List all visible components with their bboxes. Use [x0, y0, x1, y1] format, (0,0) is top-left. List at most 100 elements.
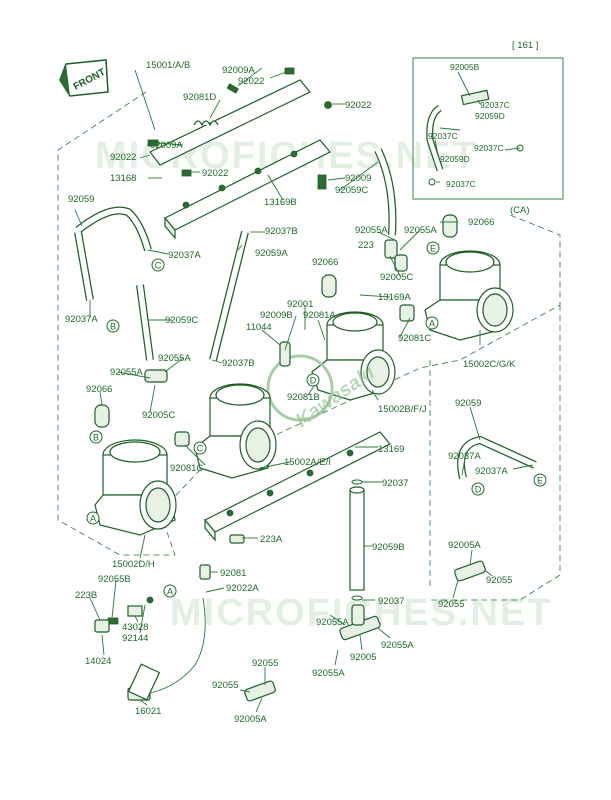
throttle-cable-16021 — [127, 597, 206, 701]
label-92037-a: 92037 — [382, 478, 408, 489]
label-92022-mid: 92022 — [110, 152, 136, 163]
label-92022A: 92022A — [226, 583, 259, 594]
front-arrow-icon: FRONT — [59, 59, 109, 97]
label-92055A-c: 92055A — [110, 367, 143, 378]
label-92055B: 92055B — [98, 574, 131, 585]
label-ca-92037C-d: 92037C — [446, 179, 476, 189]
svg-text:C: C — [155, 261, 162, 271]
label-ca-92059D-b: 92059D — [440, 154, 470, 164]
label-92081B: 92081B — [287, 392, 320, 403]
page-code: [ 161 ] — [512, 40, 538, 51]
label-92066-mid: 92066 — [312, 257, 338, 268]
svg-text:B: B — [93, 433, 99, 443]
label-92009: 92009 — [345, 173, 371, 184]
cap-92066-mid — [321, 274, 337, 298]
carburetor-15002AEI — [194, 383, 277, 479]
label-16021: 16021 — [135, 706, 161, 717]
cap-92066-right — [442, 214, 458, 238]
label-92055-bot2: 92055 — [212, 680, 238, 691]
label-92059B: 92059B — [372, 542, 405, 553]
label-92037-b: 92037 — [378, 596, 404, 607]
label-92081: 92081 — [220, 568, 246, 579]
svg-text:E: E — [537, 476, 543, 486]
circle-letter-a-left: A — [86, 511, 100, 525]
label-92081D: 92081D — [183, 92, 216, 103]
circle-letter-b-left: B — [106, 319, 120, 333]
svg-text:B: B — [110, 322, 116, 332]
cap-92066-left — [94, 404, 110, 428]
label-ca-92037C-a: 92037C — [480, 100, 510, 110]
part-labels: 15001/A/B 92009A 92022 92081D 92022 9200… — [65, 60, 516, 725]
label-92055-right2: 92055 — [438, 599, 464, 610]
label-92081C-left: 92081C — [170, 463, 203, 474]
label-ca-92059D-a: 92059D — [475, 111, 505, 121]
label-92005: 92005 — [350, 652, 376, 663]
ca-inset-label: (CA) — [510, 205, 530, 216]
circle-letter-e-carb: E — [426, 241, 440, 255]
label-15001: 15001/A/B — [146, 60, 190, 71]
label-92055A-g: 92055A — [312, 668, 345, 679]
label-92059-right: 92059 — [455, 398, 481, 409]
hose-92059 — [74, 206, 152, 301]
svg-text:D: D — [475, 485, 482, 495]
svg-text:D: D — [310, 376, 317, 386]
label-15002DH: 15002D/H — [112, 559, 155, 570]
label-92009A-mid: 92009A — [150, 140, 183, 151]
label-92005C-top: 92005C — [380, 272, 413, 283]
label-15002CGK: 15002C/G/K — [463, 359, 516, 370]
svg-text:A: A — [167, 587, 173, 597]
label-92059: 92059 — [68, 194, 94, 205]
bolt-group-top — [147, 67, 332, 190]
label-92037B-top: 92037B — [265, 226, 298, 237]
hose-92059A — [209, 231, 249, 361]
label-43028: 43028 — [122, 622, 148, 633]
tjoint-92005 — [339, 604, 381, 641]
fuel-rail-bracket-upper — [149, 79, 331, 240]
label-92022-top: 92022 — [238, 76, 264, 87]
label-ca-92037C-b: 92037C — [428, 131, 458, 141]
carburetor-15002CGK — [424, 250, 514, 341]
circle-letter-a-low: A — [163, 584, 177, 598]
label-11044: 11044 — [246, 322, 272, 333]
label-92059A: 92059A — [255, 248, 288, 259]
label-92066-left: 92066 — [86, 384, 112, 395]
hose-92059B — [349, 479, 365, 601]
label-92144: 92144 — [122, 633, 148, 644]
label-92005A-right: 92005A — [448, 540, 481, 551]
label-13168: 13168 — [110, 173, 136, 184]
svg-text:C: C — [197, 444, 204, 454]
bracket-13169 — [204, 431, 391, 542]
circle-letter-c-top: C — [151, 258, 165, 272]
circle-letter-e-right: E — [533, 473, 547, 487]
label-92059C-top: 92059C — [335, 185, 368, 196]
label-13169B: 13169B — [264, 197, 297, 208]
label-92055A-e: 92055A — [316, 617, 349, 628]
hose-92059C-top — [374, 148, 397, 236]
small-parts-left — [94, 596, 154, 633]
label-223B: 223B — [75, 590, 97, 601]
circle-letter-a-right: A — [425, 316, 439, 330]
label-92005C-left: 92005C — [142, 410, 175, 421]
springs-and-fittings — [144, 239, 415, 580]
circle-letter-d-right: D — [471, 482, 485, 496]
label-92055A-b: 92055A — [404, 225, 437, 236]
label-13169: 13169 — [378, 444, 404, 455]
label-92055A-f: 92055A — [381, 640, 414, 651]
label-14024: 14024 — [85, 656, 111, 667]
label-92037A-a: 92037A — [168, 250, 201, 261]
label-92022-low: 92022 — [202, 168, 228, 179]
label-92055A-d: 92055A — [158, 353, 191, 364]
svg-text:A: A — [429, 319, 435, 329]
label-92001: 92001 — [287, 299, 313, 310]
label-15002AEI: 15002A/E/I — [284, 457, 331, 468]
assembly-outline — [57, 91, 561, 556]
svg-text:E: E — [430, 244, 436, 254]
label-92037A-b: 92037A — [65, 314, 98, 325]
pipe-92005A-right — [454, 560, 486, 582]
label-223: 223 — [358, 240, 374, 251]
label-223A: 223A — [260, 534, 283, 545]
carburetor-15002DH — [94, 439, 177, 536]
label-92009B: 92009B — [260, 310, 293, 321]
label-92037B-mid: 92037B — [222, 358, 255, 369]
label-92055-right: 92055 — [486, 575, 512, 586]
